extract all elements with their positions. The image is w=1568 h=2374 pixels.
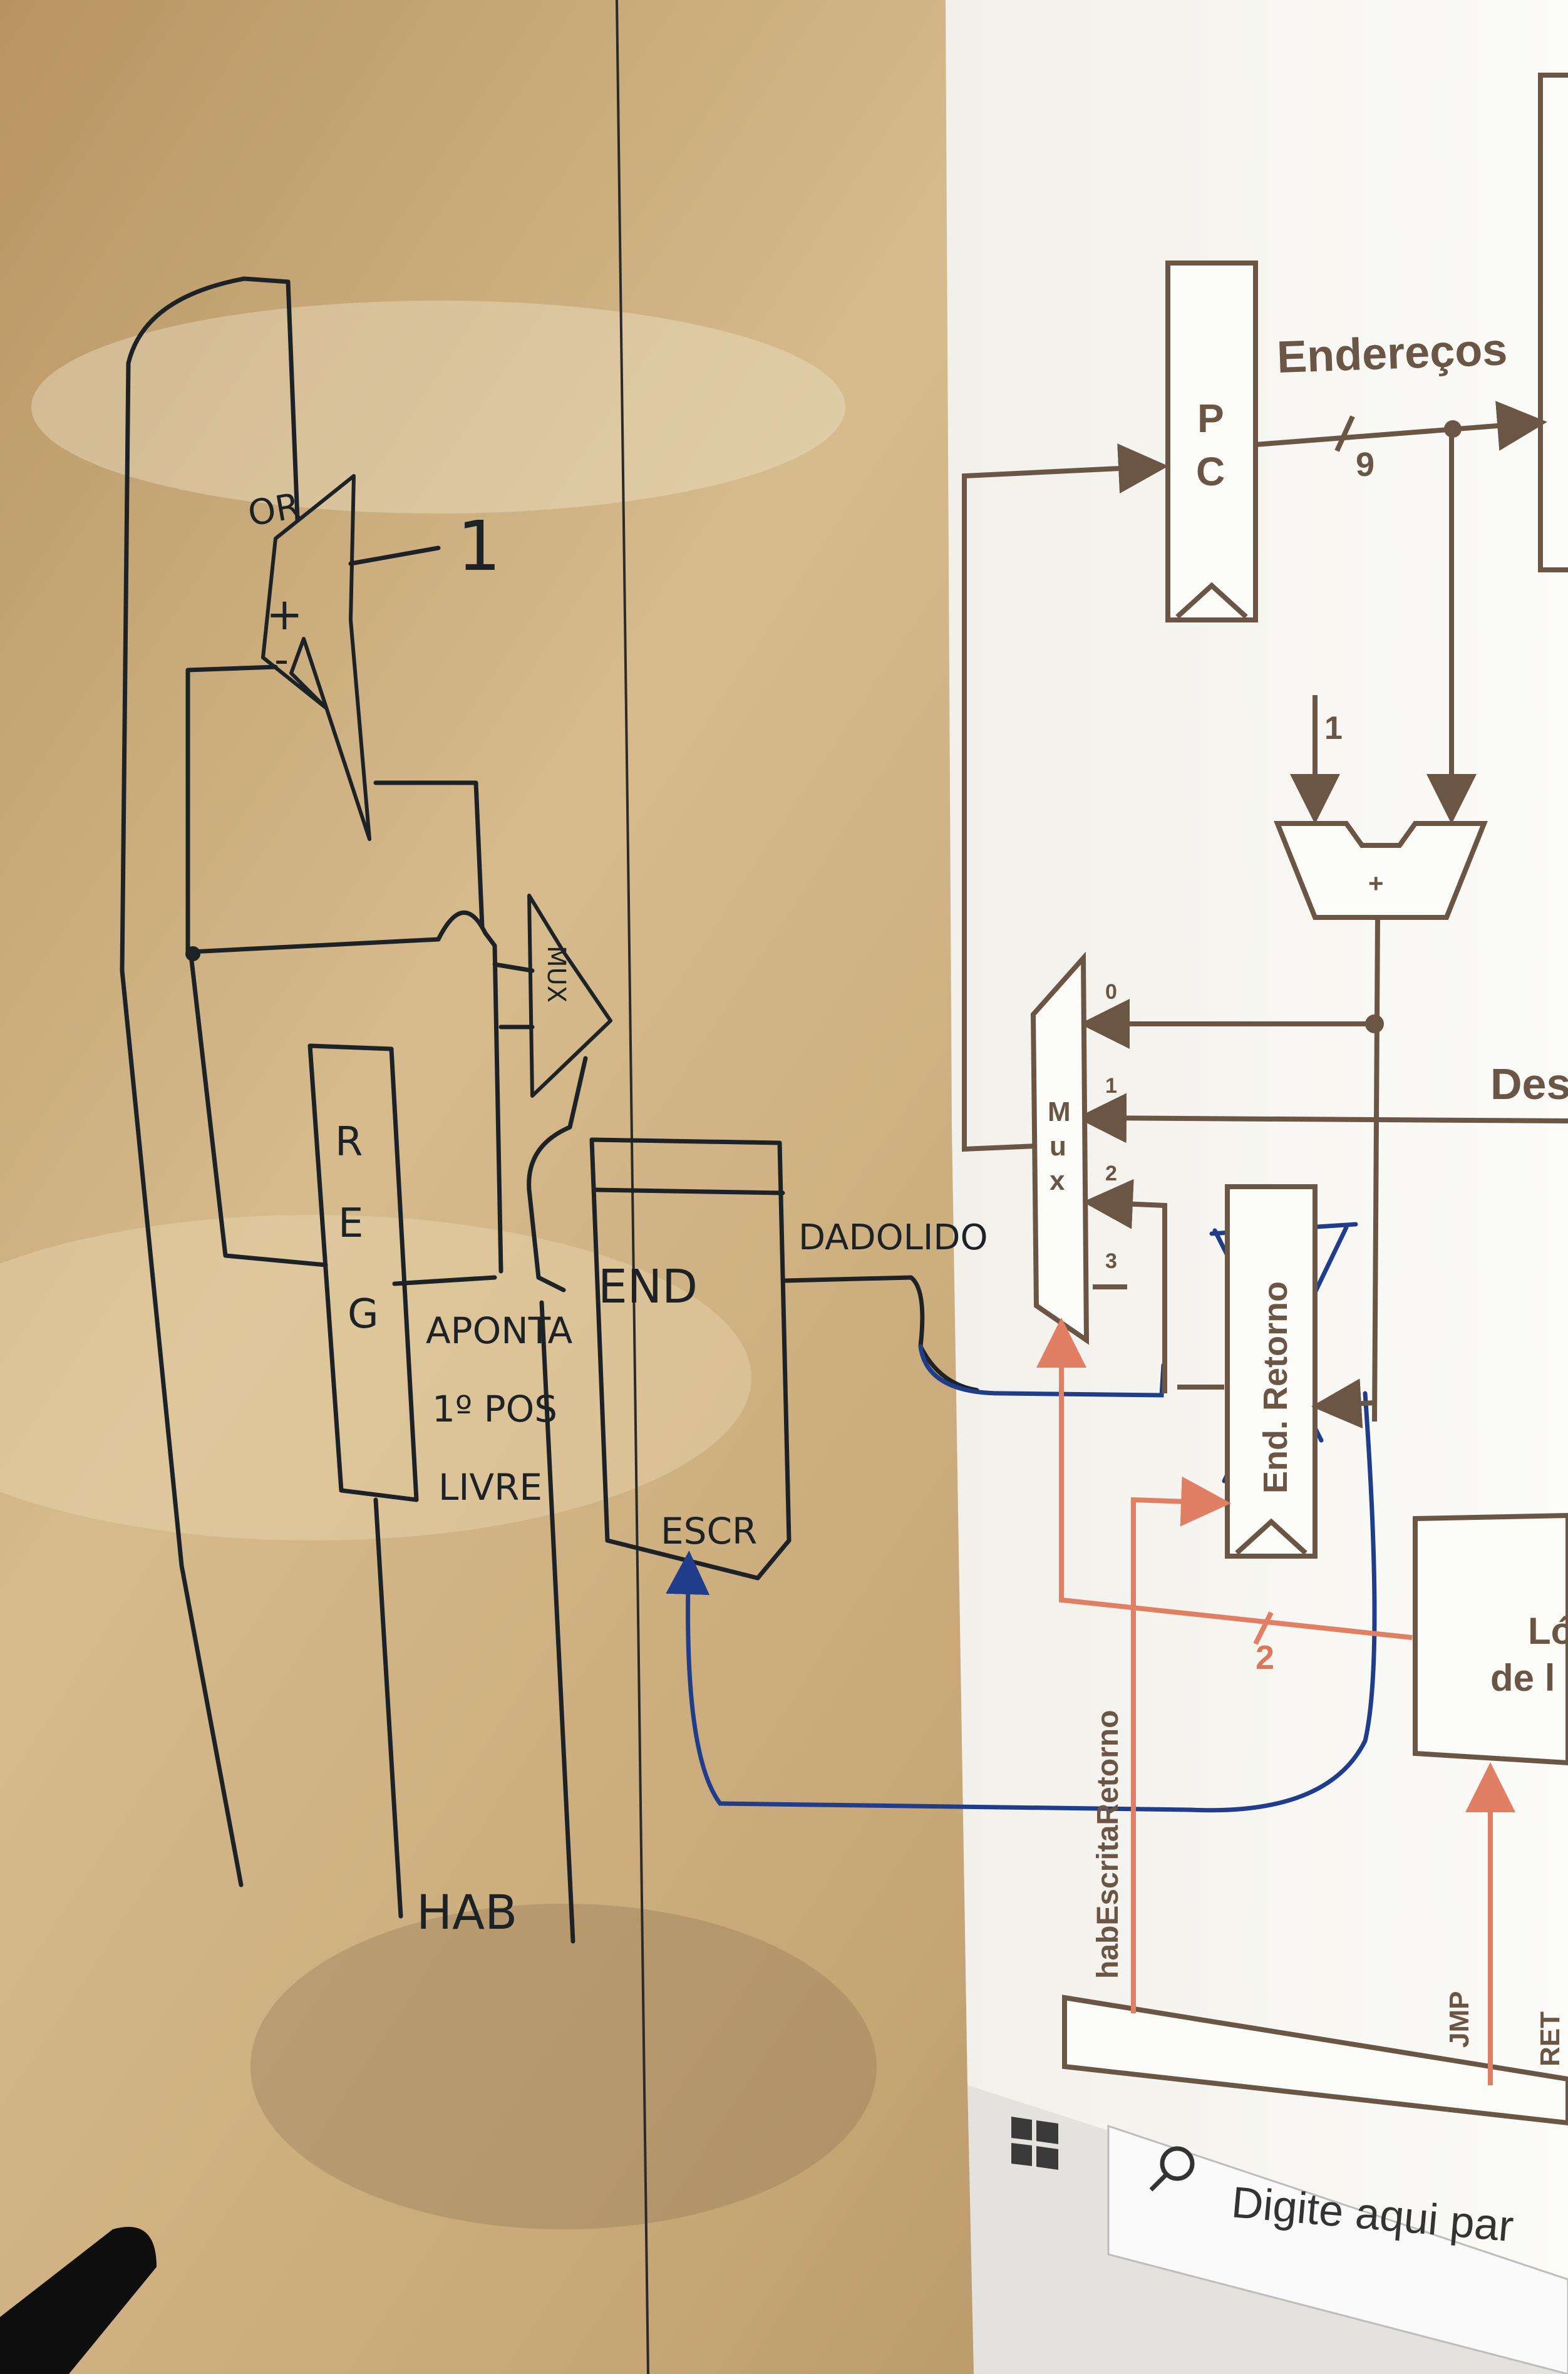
pc-label-p: P xyxy=(1197,396,1224,441)
whiteboard-drawing xyxy=(120,276,979,1944)
control-signal-lines xyxy=(1036,1318,1515,2085)
whiteboard-seam xyxy=(616,0,649,2374)
mux-input-3: 3 xyxy=(1105,1249,1117,1273)
windows-logo-icon[interactable] xyxy=(1011,2117,1058,2170)
memory-address-label: END xyxy=(598,1260,698,1314)
memory-write-label: ESCR xyxy=(661,1510,757,1552)
pc-adder-plus: + xyxy=(1368,869,1384,898)
pen-silhouette xyxy=(0,2227,157,2374)
control-logic-label-1: Ló xyxy=(1528,1610,1568,1652)
mux-input-2: 2 xyxy=(1105,1162,1117,1185)
mux-input-0: 0 xyxy=(1105,980,1117,1004)
memory-data-read-label: DADOLIDO xyxy=(798,1217,988,1258)
memory-box xyxy=(589,1137,792,1581)
return-address-register xyxy=(1225,1184,1318,1559)
control-logic-label-2: de l xyxy=(1490,1657,1555,1699)
return-register-label: End. Retorno xyxy=(1257,1281,1294,1494)
constant-one-label: 1 xyxy=(457,506,501,586)
adder-const-one: 1 xyxy=(1324,710,1343,746)
addresses-label: Endereços xyxy=(1276,324,1509,383)
taskbar xyxy=(967,2085,1568,2374)
adder-shape xyxy=(261,474,371,841)
jmp-signal-label: JMP xyxy=(1444,1991,1475,2048)
mux-letter-u: u xyxy=(1050,1131,1066,1162)
mux-input-1: 1 xyxy=(1105,1074,1117,1098)
enable-label: HAB xyxy=(416,1884,517,1940)
register-box xyxy=(307,1043,419,1502)
reg-letter-r: R xyxy=(335,1119,363,1165)
control-logic-box xyxy=(1413,1512,1568,1766)
des-label: Des xyxy=(1490,1060,1568,1108)
bus-junction xyxy=(1444,420,1462,438)
pc-adder-shape xyxy=(1274,821,1488,920)
pointer-note-line3: LIVRE xyxy=(438,1466,542,1509)
pointer-note-line2: 1º POS xyxy=(432,1388,557,1430)
pc-mux-shape xyxy=(1030,951,1090,1345)
pc-register xyxy=(1165,261,1258,622)
magnifier-icon[interactable] xyxy=(1149,2146,1195,2192)
pointer-note-line1: APONTA xyxy=(426,1309,573,1352)
adder-plus-sign: + xyxy=(266,589,303,640)
mux-letter-m: M xyxy=(1048,1097,1071,1127)
pc-label-c: C xyxy=(1196,449,1225,494)
control-unit-bar xyxy=(1062,1995,1568,2126)
projected-slide xyxy=(946,0,1568,2279)
reg-letter-g: G xyxy=(348,1291,379,1338)
ret-signal-label: RET xyxy=(1535,2011,1565,2067)
adder-label-or: OR xyxy=(245,485,303,534)
reg-letter-e: E xyxy=(338,1200,363,1247)
write-enable-return-label: habEscritaRetorno xyxy=(1091,1710,1125,1979)
bus-width-9: 9 xyxy=(1356,446,1375,483)
bus-width-2: 2 xyxy=(1256,1639,1274,1676)
mux-letter-x: x xyxy=(1050,1165,1065,1196)
mux-label: MUX xyxy=(542,946,570,1003)
projected-diagram xyxy=(962,73,1568,2126)
adder-minus-sign: - xyxy=(274,637,289,683)
